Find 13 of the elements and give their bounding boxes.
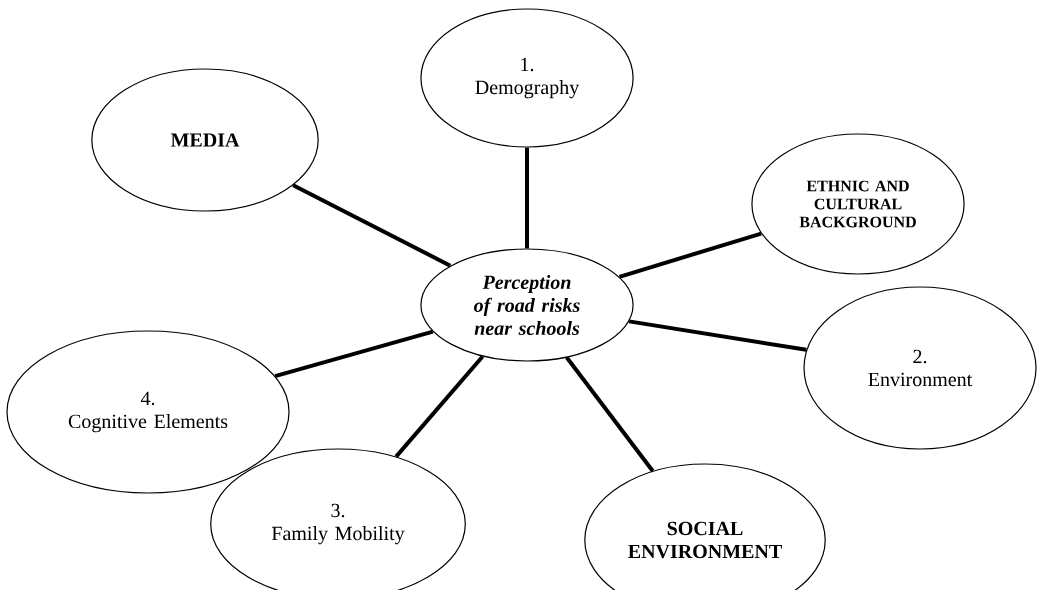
ellipse-node: Perception of road risks near schools <box>420 248 634 362</box>
connector-line <box>525 147 529 249</box>
ellipse-node: MEDIA <box>91 68 319 212</box>
connector-line <box>274 329 434 379</box>
ellipse-node: 4. Cognitive Elements <box>6 330 290 494</box>
connector-line <box>628 319 807 352</box>
connector-line <box>565 356 655 473</box>
ellipse-node: 1. Demography <box>420 8 634 148</box>
ellipse-node: ETHNIC AND CULTURAL BACKGROUND <box>751 133 965 275</box>
connector-line <box>394 355 485 458</box>
ellipse-node: 2. Environment <box>803 286 1037 450</box>
connector-line <box>292 183 452 268</box>
connector-line <box>618 231 762 279</box>
